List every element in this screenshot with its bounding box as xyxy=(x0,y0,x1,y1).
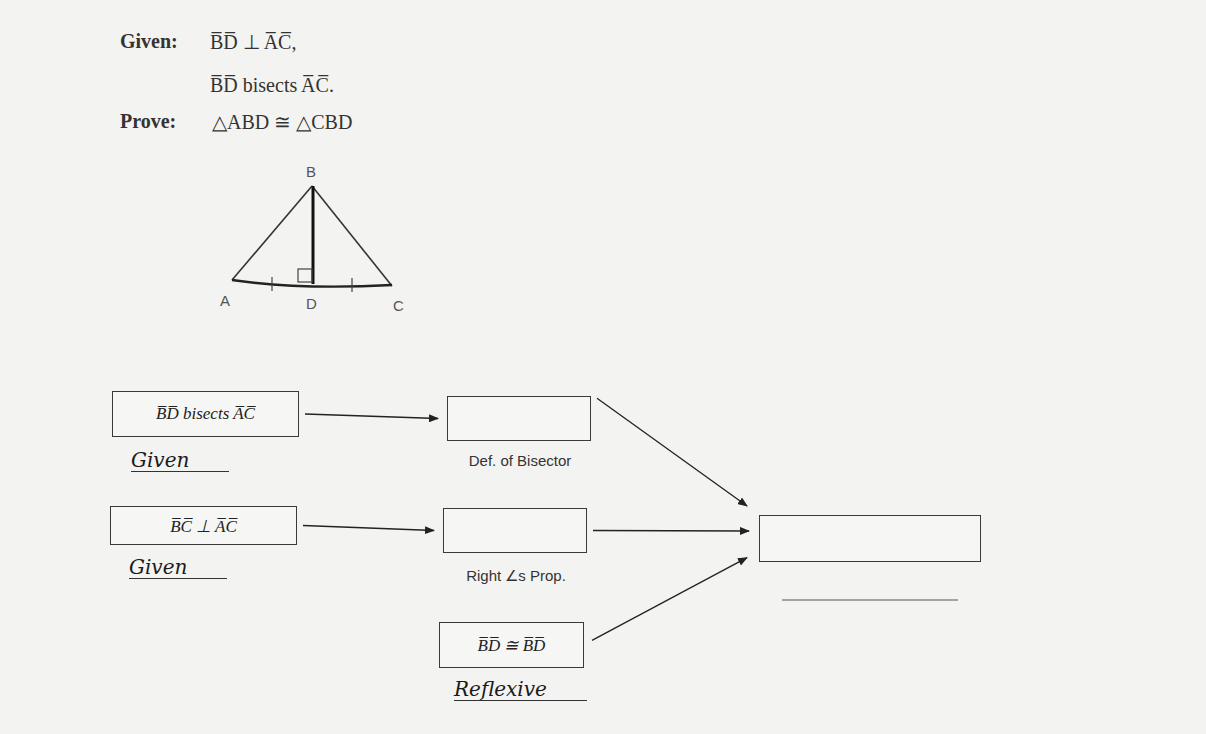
flow-arrow xyxy=(303,526,434,531)
reason-text: Given xyxy=(131,450,229,472)
side-bc xyxy=(312,186,392,286)
statement-text: B̅C̅ ⊥ A̅C̅ xyxy=(111,515,296,536)
statement-text: B̅D̅ bisects A̅C̅ xyxy=(113,404,298,424)
tick-mark xyxy=(351,278,352,292)
statement-text: B̅D̅ ⊥ A̅C̅, xyxy=(210,30,296,54)
right-angle-mark xyxy=(298,269,312,282)
statement-box: Right ∠s Prop. xyxy=(443,508,587,553)
statement-box: Def. of Bisector xyxy=(447,396,591,441)
vertex-label: B xyxy=(306,163,316,180)
statement-text: △ABD ≅ △CBD xyxy=(212,110,352,134)
reason-text: Def. of Bisector xyxy=(469,452,572,469)
statement-box: B̅C̅ ⊥ A̅C̅Given xyxy=(110,506,297,545)
flow-arrow xyxy=(305,414,438,419)
flow-arrow xyxy=(597,398,747,506)
flow-arrow xyxy=(592,558,747,641)
reason-text: Reflexive xyxy=(454,679,587,701)
statement-text: Prove: xyxy=(120,110,176,133)
reason-text: Right ∠s Prop. xyxy=(466,567,566,585)
vertex-label: C xyxy=(393,297,404,314)
conclusion-box xyxy=(759,515,981,562)
tick-mark xyxy=(271,277,272,291)
blank-reason-line xyxy=(782,599,958,600)
statement-box: B̅D̅ ≅ B̅D̅Reflexive xyxy=(439,622,584,668)
reason-text: Given xyxy=(129,557,227,579)
vertex-label: A xyxy=(220,292,230,309)
statement-box: B̅D̅ bisects A̅C̅Given xyxy=(112,391,299,437)
vertex-label: D xyxy=(306,295,317,312)
flow-arrow xyxy=(593,530,749,532)
side-ab xyxy=(232,186,312,280)
statement-text: Given: xyxy=(120,30,178,53)
statement-text: B̅D̅ ≅ B̅D̅ xyxy=(440,635,583,656)
statement-text: B̅D̅ bisects A̅C̅. xyxy=(210,74,334,97)
